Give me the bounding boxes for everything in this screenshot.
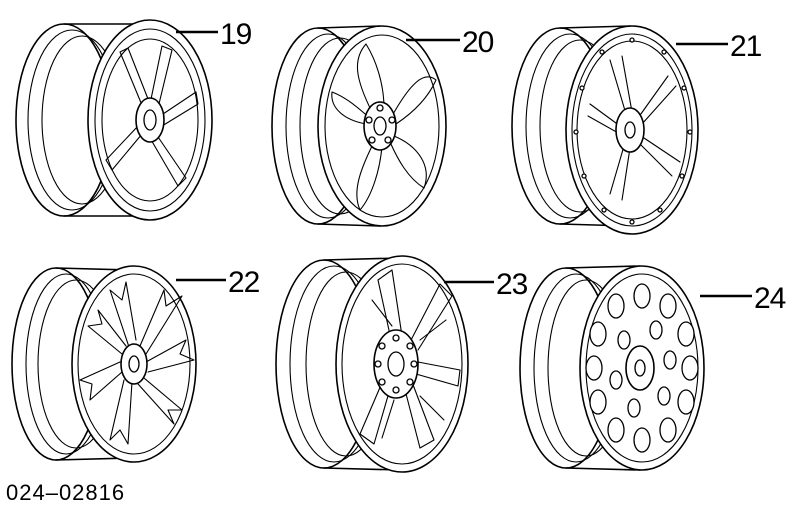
part-code: 024–02816 — [6, 480, 125, 505]
wheel-24-barrel — [519, 265, 641, 471]
wheel-21: 21 — [511, 25, 763, 235]
wheel-19-hub — [135, 97, 165, 143]
wheel-19: 19 — [15, 18, 253, 221]
wheel-24-hub — [625, 345, 655, 391]
wheel-23-spokes — [359, 269, 461, 449]
wheel-22-hub — [120, 343, 148, 385]
wheel-20-spokes — [331, 43, 437, 211]
wheel-23-hub — [373, 329, 419, 399]
wheel-24: 24 — [519, 265, 787, 471]
wheel-20: 20 — [271, 25, 495, 227]
wheel-24-openings — [585, 283, 699, 453]
wheel-22: 22 — [11, 265, 261, 463]
wheel-20-hub — [363, 101, 397, 151]
callout-23: 23 — [496, 268, 528, 301]
wheel-22-spokes — [79, 281, 195, 445]
wheel-21-spokes — [587, 55, 681, 201]
callout-21: 21 — [730, 30, 762, 63]
callout-22: 22 — [228, 266, 260, 299]
wheel-21-hub — [615, 107, 645, 153]
callout-20: 20 — [462, 26, 494, 59]
callout-24: 24 — [754, 282, 786, 315]
wheel-19-spokes — [105, 45, 199, 187]
wheel-23: 23 — [275, 255, 529, 473]
wheel-21-rivets — [573, 37, 693, 225]
callout-19: 19 — [220, 18, 252, 51]
